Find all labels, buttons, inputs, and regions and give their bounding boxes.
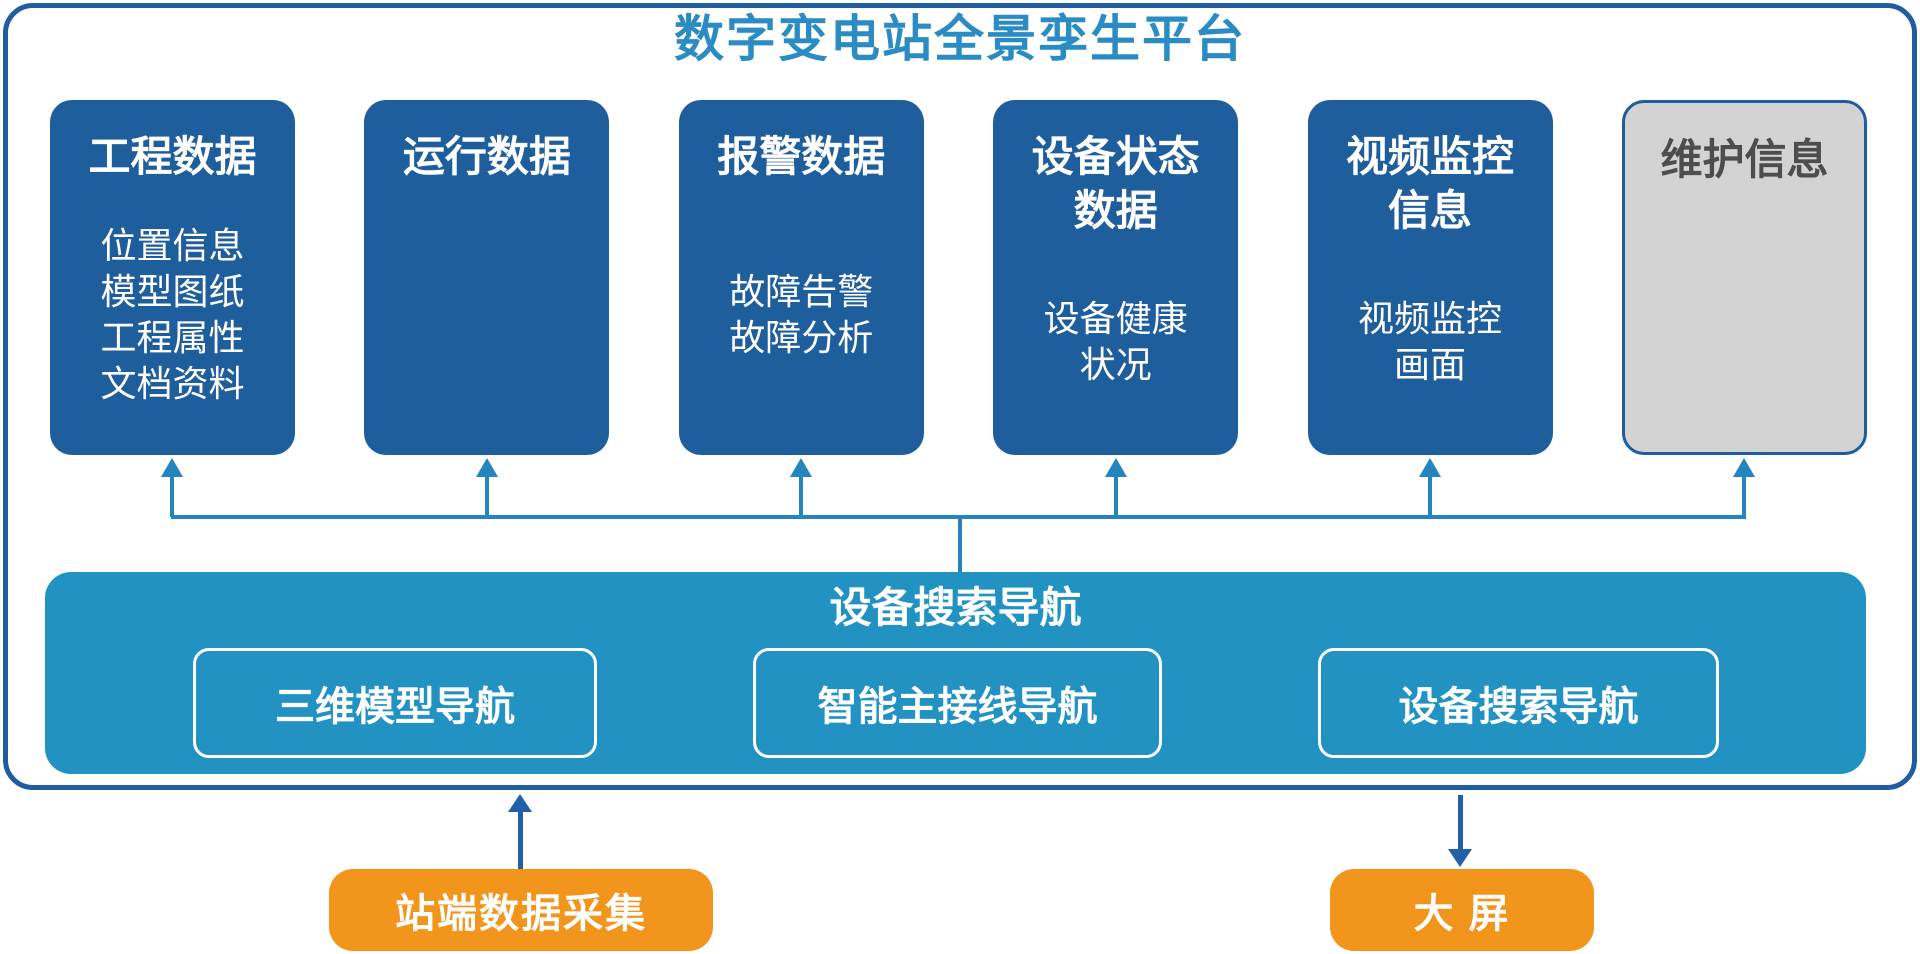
up-arrow-head-icon	[1105, 458, 1127, 477]
platform-title: 数字变电站全景孪生平台	[674, 11, 1246, 67]
up-arrow-head-icon	[161, 458, 183, 477]
card-items: 视频监控 画面	[1308, 238, 1553, 455]
card-item: 位置信息	[100, 224, 245, 266]
screen-arrow-head-icon	[1448, 849, 1472, 867]
up-arrow-shaft	[170, 476, 174, 517]
nav-button-device-search: 设备搜索导航	[1318, 648, 1719, 758]
up-arrow-shaft	[1742, 476, 1746, 517]
card-operation-data: 运行数据	[364, 100, 610, 455]
box-big-screen: 大 屏	[1330, 869, 1594, 951]
card-item: 故障分析	[729, 316, 874, 358]
up-arrow-head-icon	[476, 458, 498, 477]
connector-center-drop-line	[958, 515, 962, 574]
card-device-status-data: 设备状态 数据 设备健康 状况	[993, 100, 1239, 455]
up-arrow-shaft	[1428, 476, 1432, 517]
card-item: 视频监控 画面	[1358, 297, 1503, 385]
card-title: 报警数据	[717, 133, 886, 180]
nav-button-main-wiring: 智能主接线导航	[753, 648, 1162, 758]
card-items: 位置信息 模型图纸 工程属性 文档资料	[50, 184, 295, 455]
card-title: 设备状态 数据	[1031, 133, 1200, 234]
box-station-data-collection: 站端数据采集	[329, 869, 713, 951]
nav-bar-title: 设备搜索导航	[829, 584, 1082, 631]
up-arrow-head-icon	[1733, 458, 1755, 477]
source-arrow-shaft	[518, 810, 523, 869]
source-arrow-head-icon	[508, 794, 532, 812]
card-project-data: 工程数据 位置信息 模型图纸 工程属性 文档资料	[50, 100, 295, 455]
up-arrow-shaft	[1114, 476, 1118, 517]
screen-arrow-shaft	[1458, 795, 1463, 851]
card-items: 设备健康 状况	[993, 238, 1238, 455]
card-alarm-data: 报警数据 故障告警 故障分析	[678, 100, 924, 455]
cards-row: 工程数据 位置信息 模型图纸 工程属性 文档资料 运行数据 报警数据 故障告警 …	[50, 100, 1867, 455]
card-item: 模型图纸	[100, 270, 245, 312]
card-item: 文档资料	[100, 362, 245, 404]
card-title: 维护信息	[1660, 136, 1829, 183]
nav-button-3d-model: 三维模型导航	[193, 648, 597, 758]
up-arrow-head-icon	[1419, 458, 1441, 477]
up-arrow-head-icon	[790, 458, 812, 477]
card-item: 设备健康 状况	[1043, 297, 1188, 385]
nav-bar: 设备搜索导航 三维模型导航 智能主接线导航 设备搜索导航	[45, 572, 1866, 774]
card-title: 工程数据	[88, 133, 257, 180]
card-video-monitor-info: 视频监控 信息 视频监控 画面	[1307, 100, 1553, 455]
card-items	[1625, 187, 1864, 452]
card-maintenance-info: 维护信息	[1621, 100, 1867, 455]
card-item: 故障告警	[729, 270, 874, 312]
card-title: 视频监控 信息	[1346, 133, 1515, 234]
up-arrow-shaft	[799, 476, 803, 517]
card-items	[364, 184, 609, 455]
card-title: 运行数据	[402, 133, 571, 180]
card-item: 工程属性	[100, 316, 245, 358]
card-items: 故障告警 故障分析	[679, 184, 924, 455]
up-arrow-shaft	[485, 476, 489, 517]
